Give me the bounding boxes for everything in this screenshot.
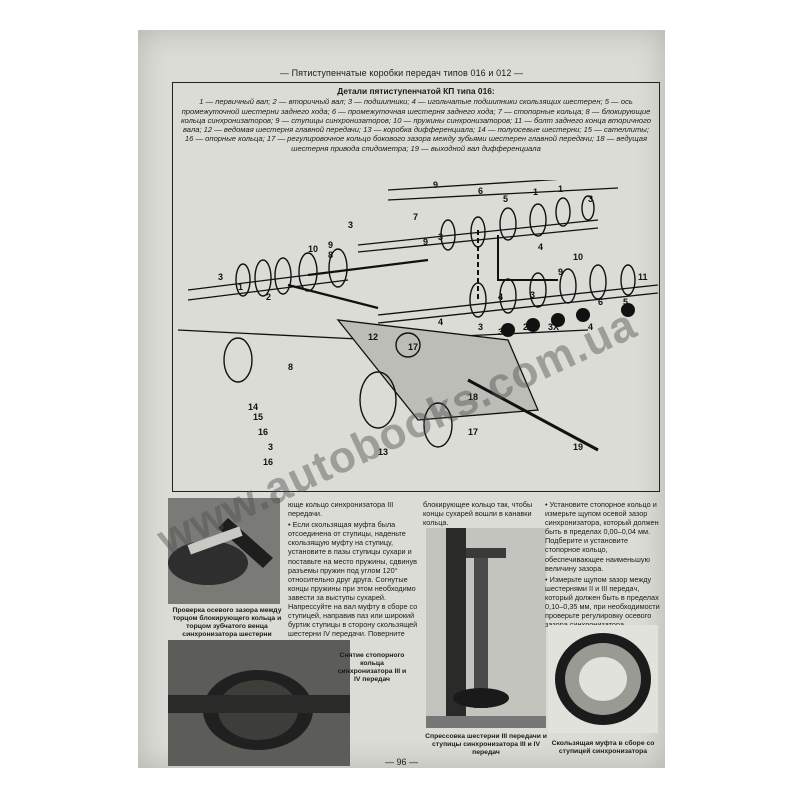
callout-number: 5 <box>503 194 508 204</box>
callout-number: 2 <box>523 322 528 332</box>
callout-number: 6 <box>478 186 483 196</box>
photo-caption-4: Скользящая муфта в сборе со ступицей син… <box>551 740 655 755</box>
photo-caption-3: Спрессовка шестерни III передачи и ступи… <box>425 733 547 756</box>
callout-number: 4 <box>438 317 443 327</box>
callout-number: 3X <box>548 322 559 332</box>
callout-number: 15 <box>253 412 263 422</box>
figure-frame: Детали пятиступенчатой КП типа 016: 1 — … <box>172 82 660 492</box>
callout-number: 3 <box>348 220 353 230</box>
figure-caption: Детали пятиступенчатой КП типа 016: 1 — … <box>179 86 653 153</box>
callout-number: 2 <box>266 292 271 302</box>
photo-circlip-removal <box>168 640 350 766</box>
callout-number: 14 <box>248 402 258 412</box>
photo-image <box>548 625 658 733</box>
callout-number: 9 <box>558 267 563 277</box>
callout-number: 5 <box>623 297 628 307</box>
paragraph: • Если скользящая муфта была отсоединена… <box>288 520 418 639</box>
photo-image <box>168 640 350 766</box>
callout-number: 3 <box>530 290 535 300</box>
photo-caption-2: Снятие стопорного кольца синхронизатора … <box>337 652 407 683</box>
callout-number: 8 <box>288 362 293 372</box>
callout-number: 16 <box>263 457 273 467</box>
callout-number: 3 <box>498 327 503 337</box>
callout-number: 1 <box>533 187 538 197</box>
text-column-2: блокирующее кольцо так, чтобы концы суха… <box>423 500 543 529</box>
callout-number: 18 <box>468 392 478 402</box>
callout-number: 11 <box>638 272 648 282</box>
callout-number: 4 <box>538 242 543 252</box>
callout-number: 19 <box>573 442 583 452</box>
callout-number: 16 <box>258 427 268 437</box>
callout-number: 9 <box>328 240 333 250</box>
callout-number: 9 <box>433 180 438 190</box>
paragraph: юще кольцо синхронизатора III передачи. <box>288 500 394 519</box>
callout-number: 12 <box>368 332 378 342</box>
callout-number: 4 <box>498 292 503 302</box>
callout-number: 3 <box>438 232 443 242</box>
callout-number: 6 <box>598 297 603 307</box>
figure-title: Детали пятиступенчатой КП типа 016: <box>337 86 495 96</box>
callout-number: 3 <box>218 272 223 282</box>
paragraph: • Установите стопорное кольцо и измерьте… <box>545 500 659 573</box>
photo-sliding-sleeve <box>548 625 658 733</box>
photo-pressing-off <box>426 528 546 728</box>
text-column-3: • Установите стопорное кольцо и измерьте… <box>545 500 665 631</box>
callout-number: 1 <box>238 282 243 292</box>
photo-image <box>426 528 546 728</box>
callout-number: 3 <box>478 322 483 332</box>
callout-number: 17 <box>408 342 418 352</box>
figure-legend: 1 — первичный вал; 2 — вторичный вал; 3 … <box>180 97 652 153</box>
text-column-1: юще кольцо синхронизатора III передачи. … <box>288 500 423 640</box>
photo-image <box>168 498 280 604</box>
callout-number: 8 <box>328 250 333 260</box>
page-number: — 96 — <box>384 757 418 767</box>
paragraph: • Измерьте щупом зазор между шестернями … <box>545 574 660 629</box>
photo-caption-1: Проверка осевого зазора между торцом бло… <box>172 607 282 638</box>
callout-number: 10 <box>573 252 583 262</box>
paragraph: блокирующее кольцо так, чтобы концы суха… <box>423 500 533 528</box>
callout-number: 7 <box>413 212 418 222</box>
callout-number: 13 <box>378 447 388 457</box>
running-header: — Пятиступенчатые коробки передач типов … <box>279 68 524 78</box>
callout-number: 10 <box>308 244 318 254</box>
callout-number: 9 <box>423 237 428 247</box>
callout-number: 4 <box>588 322 593 332</box>
callout-number: 17 <box>468 427 478 437</box>
photo-axial-gap-check <box>168 498 280 604</box>
callout-number: 1 <box>558 184 563 194</box>
callout-number: 3 <box>268 442 273 452</box>
book-page: — Пятиступенчатые коробки передач типов … <box>138 30 665 768</box>
callout-number: 3 <box>588 194 593 204</box>
